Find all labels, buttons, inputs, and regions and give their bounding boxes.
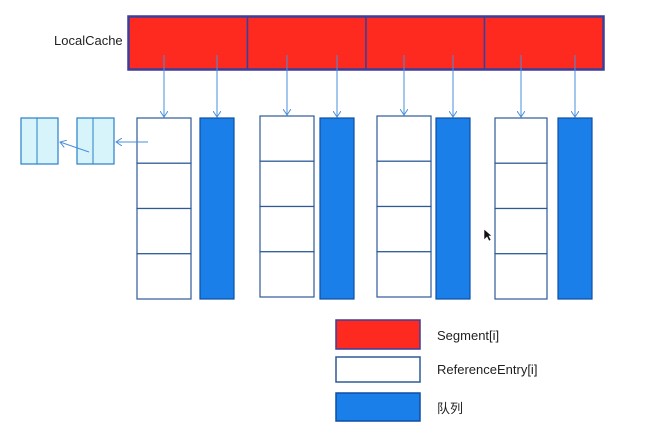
- segment-cell: [128, 16, 249, 70]
- reference-entry-cell: [136, 162, 192, 210]
- reference-entry-cell: [376, 251, 432, 298]
- segment-cell: [365, 16, 486, 70]
- queue-block: [557, 117, 593, 300]
- reference-entry-cell: [494, 253, 548, 300]
- legend-swatch-entry: [335, 356, 421, 383]
- reference-entry-cell: [259, 251, 315, 298]
- reference-entry-cell: [136, 117, 192, 164]
- segment-tables: [136, 115, 593, 300]
- queue-block: [435, 117, 471, 300]
- segment-table: [259, 115, 355, 300]
- segment-array-frame: [127, 15, 605, 71]
- reference-entry-cell: [376, 115, 432, 162]
- reference-entry-cell: [494, 162, 548, 210]
- queue-block: [319, 117, 355, 300]
- legend-label-queue: 队列: [437, 401, 463, 416]
- legend: Segment[i] ReferenceEntry[i] 队列: [335, 319, 537, 422]
- arrow-group: [164, 55, 575, 117]
- legend-label-entry: ReferenceEntry[i]: [437, 362, 537, 377]
- reference-entry-cell: [259, 205, 315, 253]
- reference-entry-cell: [494, 207, 548, 255]
- entry-chain-node: [76, 117, 115, 165]
- mouse-pointer-icon: [483, 228, 493, 242]
- legend-label-segment: Segment[i]: [437, 328, 499, 343]
- segment-cell: [483, 16, 604, 70]
- queue-block: [199, 117, 235, 300]
- segment-table: [494, 117, 593, 300]
- reference-entry-cell: [376, 160, 432, 208]
- reference-entry-cell: [136, 253, 192, 300]
- arrow-to-chain-node: [60, 142, 90, 153]
- reference-entry-cell: [494, 117, 548, 164]
- reference-entry-cell: [136, 207, 192, 255]
- entry-node-box: [20, 117, 59, 165]
- legend-swatch-queue: [335, 392, 421, 422]
- reference-entry-cell: [259, 115, 315, 162]
- localcache-label: LocalCache: [54, 33, 123, 48]
- segment-table: [376, 115, 471, 300]
- entry-chain: [20, 117, 148, 165]
- entry-node-box: [76, 117, 115, 165]
- legend-swatch-segment: [335, 319, 421, 350]
- segment-table: [136, 117, 235, 300]
- reference-entry-cell: [376, 205, 432, 253]
- segment-array: [127, 15, 605, 71]
- segment-cell: [246, 16, 367, 70]
- reference-entry-cell: [259, 160, 315, 208]
- entry-chain-node: [20, 117, 59, 165]
